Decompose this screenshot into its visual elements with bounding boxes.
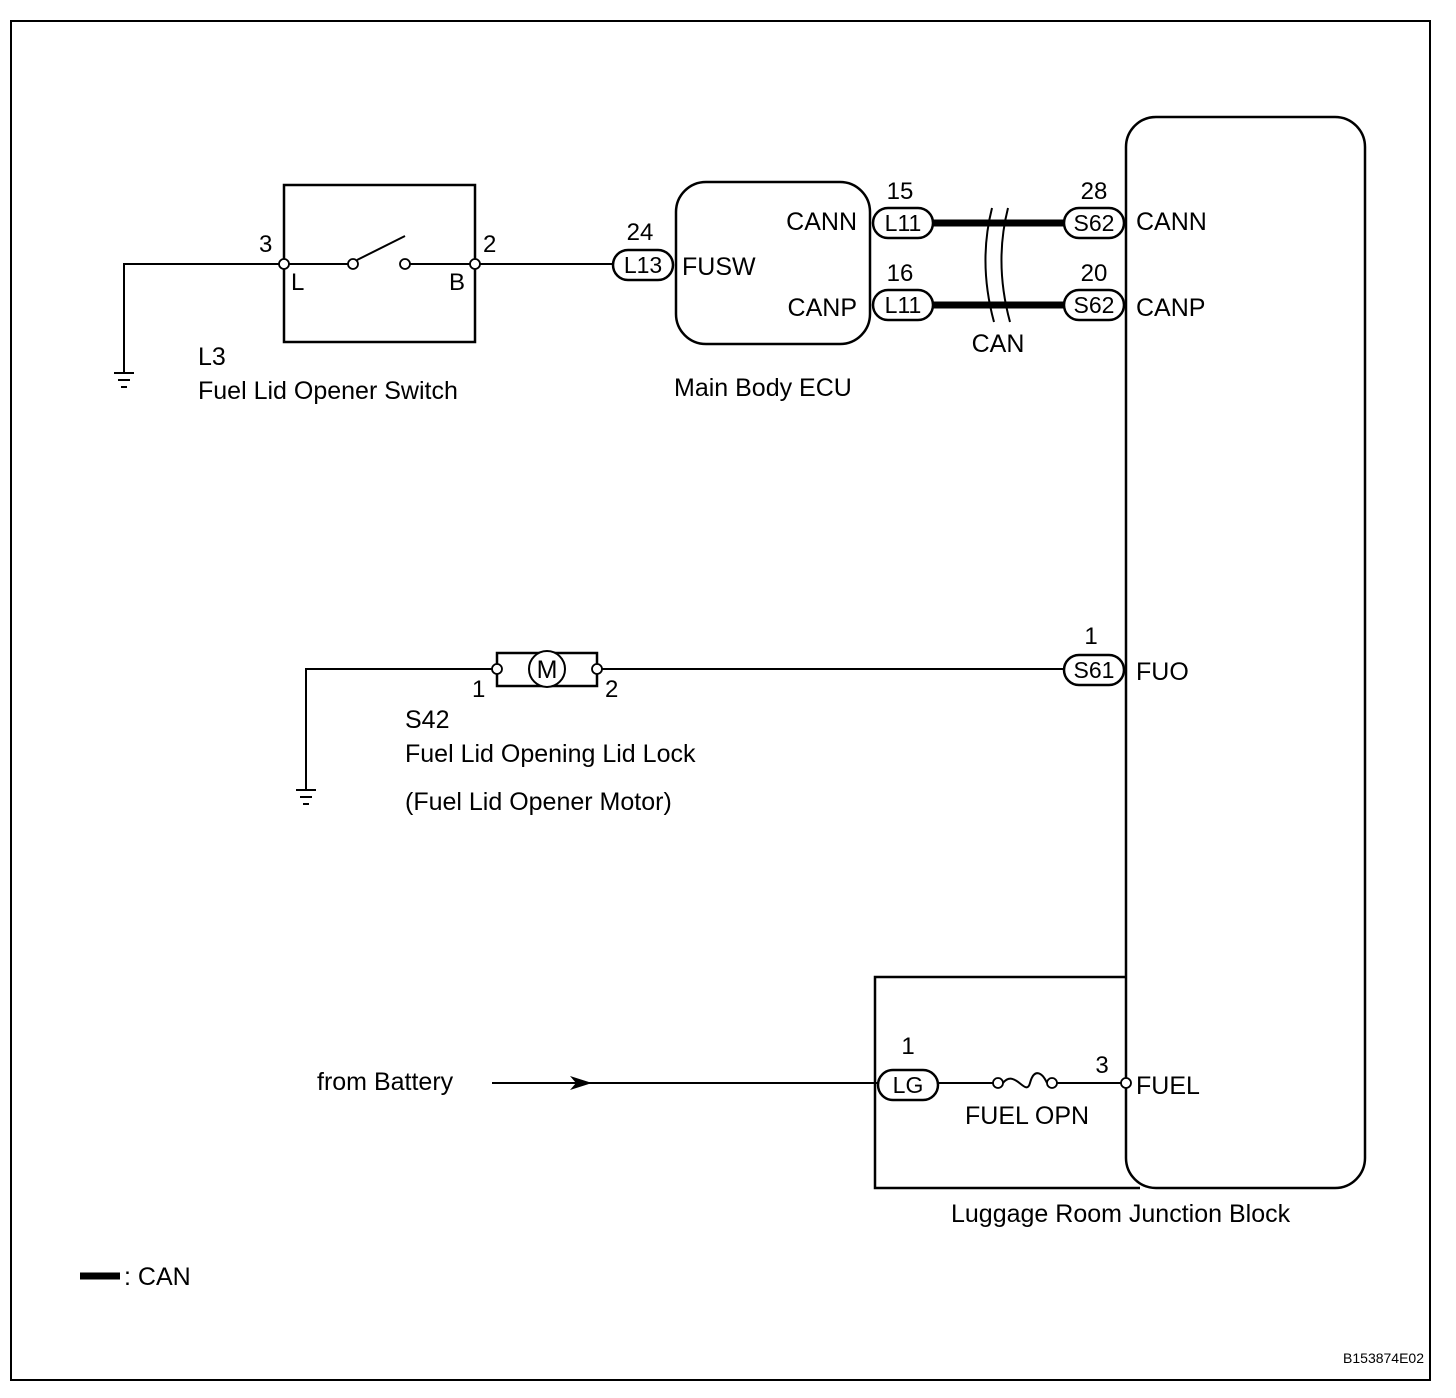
svg-text:S62: S62 — [1074, 292, 1115, 318]
motor-pin-right: 2 — [605, 676, 618, 703]
battery-label: from Battery — [317, 1068, 454, 1096]
switch-terminal-left — [278, 258, 290, 270]
fuse-fuel-opn — [992, 1072, 1058, 1089]
motor-subname: (Fuel Lid Opener Motor) — [405, 788, 672, 816]
jb-fuo-label: FUO — [1136, 658, 1189, 686]
fuel-lid-opener-switch: 3 2 L B L3 Fuel Lid Opener Switch — [114, 183, 496, 405]
legend-label: : CAN — [124, 1263, 191, 1291]
motor-symbol — [528, 650, 566, 688]
motor-connector-id: S42 — [405, 706, 449, 734]
jb-fuel-label: FUEL — [1136, 1072, 1200, 1100]
jb-fuo-pin: 1 — [1084, 623, 1097, 650]
fuse-name: FUEL OPN — [965, 1102, 1089, 1130]
ecu-cann-label: CANN — [786, 208, 857, 236]
connector-s62-canp — [1062, 288, 1126, 322]
svg-text:LG: LG — [893, 1072, 924, 1098]
ecu-name: Main Body ECU — [674, 374, 852, 402]
switch-pin-right: 2 — [483, 231, 496, 258]
svg-text:L11: L11 — [885, 210, 922, 236]
battery-feed: from Battery — [317, 1068, 878, 1096]
junction-block-box — [1124, 115, 1367, 1190]
svg-text:S62: S62 — [1074, 210, 1115, 236]
switch-terminal-l-label: L — [291, 269, 304, 296]
jb-canp-pin: 20 — [1081, 260, 1108, 287]
connector-s62-cann — [1062, 206, 1126, 240]
luggage-room-junction-block: S62 28 CANN S62 20 CANP S61 1 FUO LG 1 F… — [873, 115, 1367, 1228]
ground-symbol-switch — [114, 372, 134, 388]
svg-text:M: M — [537, 656, 558, 684]
switch-pin-left: 3 — [259, 231, 272, 258]
svg-text:S61: S61 — [1074, 657, 1115, 683]
motor-terminal-1 — [491, 663, 503, 675]
motor-pin-left: 1 — [472, 676, 485, 703]
jb-lg-pin: 1 — [901, 1033, 914, 1060]
figure-code: B153874E02 — [1343, 1350, 1424, 1366]
switch-terminal-b-label: B — [449, 269, 465, 296]
ecu-fusw-pin: 24 — [627, 219, 654, 246]
main-body-ecu: L13 24 FUSW CANN CANP L11 15 L11 16 Main… — [611, 178, 935, 402]
diagram-frame — [10, 20, 1431, 1381]
ecu-cann-pin: 15 — [887, 178, 914, 205]
jb-canp-label: CANP — [1136, 294, 1205, 322]
switch-name: Fuel Lid Opener Switch — [198, 377, 458, 405]
svg-text:L13: L13 — [624, 252, 662, 278]
motor-terminal-2 — [591, 663, 603, 675]
ground-symbol-motor — [296, 789, 316, 805]
can-bus: CAN — [933, 207, 1064, 358]
ecu-canp-label: CANP — [788, 294, 857, 322]
switch-connector-id: L3 — [198, 343, 226, 371]
can-bus-label: CAN — [972, 330, 1025, 358]
jb-fuel-terminal — [1120, 1077, 1132, 1089]
jb-cann-pin: 28 — [1081, 178, 1108, 205]
junction-block-name: Luggage Room Junction Block — [951, 1200, 1291, 1228]
connector-lg — [876, 1068, 940, 1102]
ecu-fusw-label: FUSW — [682, 253, 756, 281]
ecu-box — [674, 180, 872, 346]
jb-fuel-pin: 3 — [1095, 1052, 1108, 1079]
connector-l13 — [611, 248, 675, 282]
fuel-lid-opener-motor: M 1 2 S42 Fuel Lid Opening Lid Lock (Fue… — [296, 650, 696, 816]
motor-name: Fuel Lid Opening Lid Lock — [405, 740, 696, 768]
battery-arrow — [570, 1076, 592, 1090]
switch-terminal-right — [469, 258, 481, 270]
legend: : CAN — [80, 1263, 191, 1291]
jb-cann-label: CANN — [1136, 208, 1207, 236]
svg-text:L11: L11 — [885, 292, 922, 318]
ecu-canp-pin: 16 — [887, 260, 914, 287]
